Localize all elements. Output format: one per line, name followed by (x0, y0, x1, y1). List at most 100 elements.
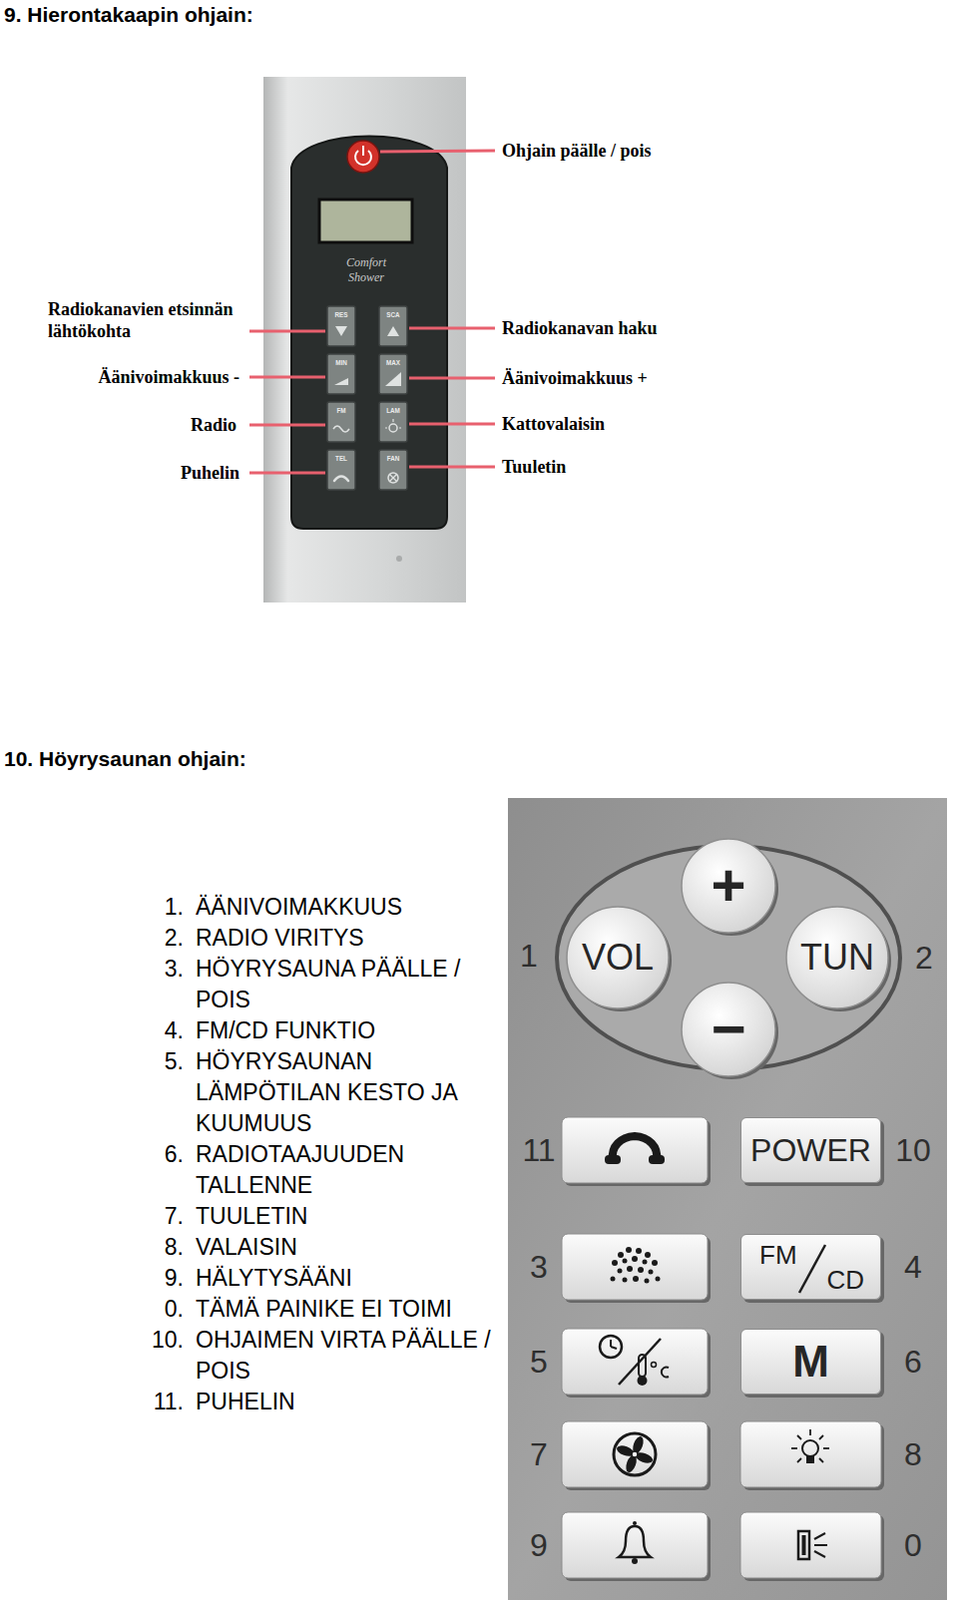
list-number: 5. (119, 1046, 184, 1078)
leader-line (249, 424, 326, 428)
leader-line (249, 376, 326, 380)
button-text: VOL (581, 940, 654, 976)
down-arrow-icon (335, 326, 348, 337)
door-ray (814, 1533, 826, 1540)
round-button: + (680, 838, 777, 935)
button-caption: RES (327, 309, 356, 323)
bulb-icon (802, 1440, 819, 1457)
ray (819, 1436, 824, 1440)
list-number: 6. (119, 1139, 184, 1171)
steam-dot (625, 1247, 632, 1254)
list-text: HÄLYTYSÄÄNI (195, 1263, 499, 1295)
callout-number: 4 (891, 1249, 936, 1286)
steam-dot (651, 1260, 658, 1267)
button-caption: MAX (379, 357, 408, 371)
alarm-key (561, 1512, 708, 1579)
button (327, 402, 356, 443)
button-face (681, 982, 776, 1077)
leader-line (249, 472, 326, 476)
steam-dot (637, 1267, 644, 1274)
pole-photo (263, 76, 467, 603)
list-text: HÖYRYSAUNA PÄÄLLE / POIS (195, 954, 499, 1016)
steam-icon (610, 1247, 661, 1285)
steam-dot (622, 1278, 628, 1284)
steam-dot (617, 1269, 623, 1275)
button-text: M (792, 1340, 830, 1385)
button-face (681, 839, 776, 934)
thermometer-icon (637, 1376, 648, 1387)
list-number: 0. (119, 1294, 184, 1326)
list-text: PUHELIN (195, 1387, 499, 1419)
list-number: 2. (119, 923, 184, 955)
button (327, 450, 356, 490)
ray (797, 1436, 802, 1440)
callout-label: Radio (29, 414, 237, 437)
button-caption: SCA (379, 309, 408, 323)
radio-icon (333, 426, 350, 433)
leader-line (409, 377, 495, 381)
bell-icon (631, 1558, 638, 1565)
button-caption: TEL (327, 453, 356, 467)
power-button: POWER (740, 1117, 882, 1184)
list-text: VALAISIN (195, 1232, 499, 1264)
steam-key (561, 1234, 708, 1301)
steam-dot (648, 1270, 654, 1276)
list-text: FM/CD FUNKTIO (195, 1015, 499, 1047)
timer-key (561, 1329, 708, 1396)
steam-dot (610, 1277, 616, 1283)
lamp-icon (385, 427, 388, 429)
speaker-hole (396, 555, 403, 562)
list-text: RADIO VIRITYS (195, 923, 499, 955)
button (327, 306, 356, 347)
button-caption: LAM (379, 405, 408, 419)
section-heading: 10. Höyrysaunan ohjain: (3, 746, 247, 773)
bulb-icon (806, 1456, 815, 1464)
button-oval (556, 846, 901, 1070)
callout-label: Ohjain päälle / pois (501, 139, 652, 162)
massage-controller (263, 76, 467, 603)
button-caption-text: RES (327, 309, 356, 322)
thermometer-icon (638, 1355, 646, 1378)
volume-up-icon (385, 372, 402, 387)
callout-label: Radiokanavien etsinnän lähtökohta (47, 298, 263, 343)
callout-number: 2 (902, 940, 947, 976)
button-caption: FAN (379, 453, 408, 467)
steam-controller (507, 798, 948, 1600)
button-caption-text: SCA (379, 309, 408, 322)
section-heading: 9. Hierontakaapin ohjain: (3, 1, 254, 28)
up-arrow-icon (387, 326, 400, 337)
button-face (566, 907, 669, 1009)
phone-icon (648, 1155, 665, 1165)
callout-number: 0 (891, 1527, 936, 1564)
bulb-rays (791, 1430, 830, 1463)
lamp-icon (389, 424, 398, 433)
steam-dot (622, 1259, 628, 1265)
steam-dot (655, 1277, 661, 1283)
steam-dot (631, 1256, 638, 1263)
callout-label: Puhelin (29, 462, 240, 484)
list-number: 11. (119, 1387, 184, 1419)
callout-number: 11 (516, 1132, 561, 1169)
brand-name: Comfort Shower (333, 255, 400, 286)
leader-line (249, 330, 326, 334)
leader-line (409, 466, 495, 470)
steam-dot (626, 1266, 633, 1273)
fan-icon (613, 1434, 656, 1476)
list-number: 3. (119, 954, 184, 985)
button-text: + (710, 856, 746, 917)
bell-icon (618, 1526, 651, 1558)
phone-icon (334, 477, 349, 482)
button-text: FM (759, 1242, 798, 1269)
steam-dot (642, 1260, 648, 1266)
button-caption-text: MAX (379, 357, 408, 370)
button (379, 450, 408, 490)
memory-button: M (740, 1329, 882, 1396)
list-number: 1. (119, 892, 184, 924)
leader-line (409, 327, 495, 331)
list-number: 9. (119, 1263, 184, 1295)
lamp-icon (399, 427, 402, 429)
bell-icon (632, 1521, 637, 1526)
callout-number: 6 (891, 1344, 936, 1381)
round-button: TUN (785, 906, 890, 1010)
